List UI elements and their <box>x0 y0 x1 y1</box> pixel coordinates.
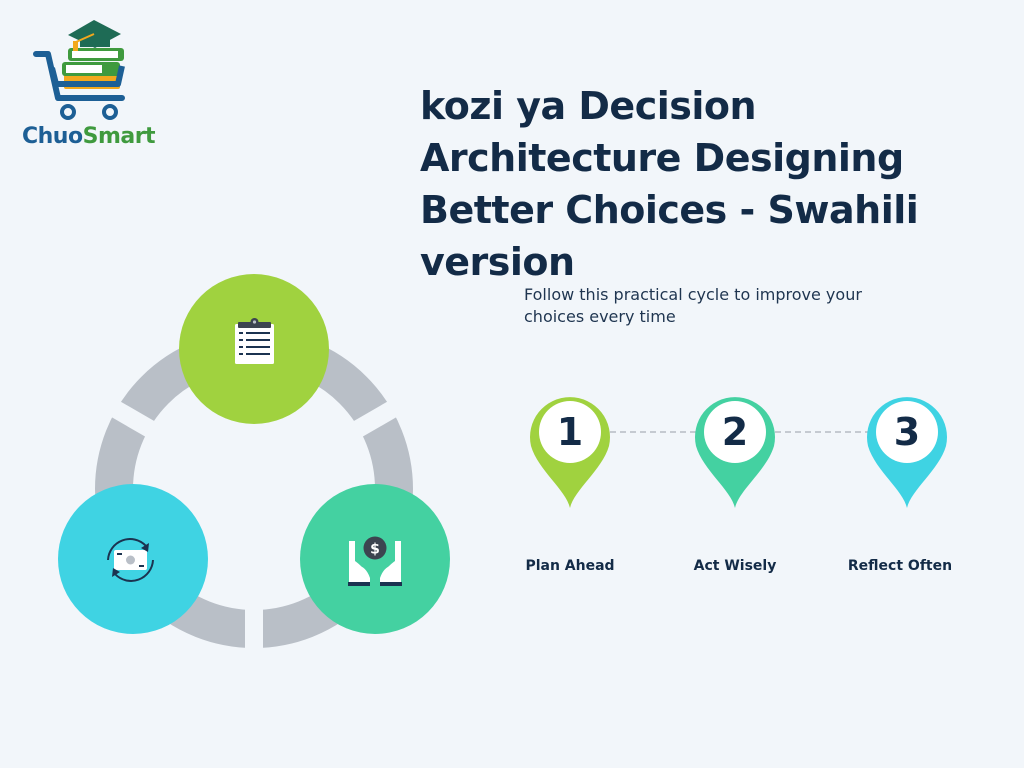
page-subtitle: Follow this practical cycle to improve y… <box>524 285 862 326</box>
brand-name: ChuoSmart <box>22 124 156 149</box>
svg-text:$: $ <box>370 542 380 558</box>
brand-name-part1: Chuo <box>22 124 83 149</box>
step-label-3: Reflect Often <box>847 558 953 574</box>
step-pin-2 <box>695 397 775 508</box>
cycle-node-plan <box>179 274 329 424</box>
cart-with-books-and-graduation-cap-icon <box>33 20 125 120</box>
brand-name-part2: Smart <box>82 124 156 149</box>
step-pin-3 <box>867 397 947 508</box>
hands-holding-coin-icon: $ <box>348 536 402 586</box>
clipboard-checklist-icon <box>235 318 274 364</box>
cycle-node-reflect: $ <box>300 484 450 634</box>
step-number-2: 2 <box>721 410 749 454</box>
ring-gaps <box>101 395 407 660</box>
step-pin-1 <box>530 397 610 508</box>
page-title: kozi ya Decision Architecture Designing … <box>420 84 919 284</box>
cycle-node-act <box>58 484 208 634</box>
step-number-1: 1 <box>556 410 584 454</box>
brand-logo: ChuoSmart <box>18 14 168 159</box>
step-label-2: Act Wisely <box>693 558 777 574</box>
step-number-3: 3 <box>893 410 921 454</box>
money-exchange-icon <box>107 538 154 582</box>
step-label-1: Plan Ahead <box>525 558 615 574</box>
